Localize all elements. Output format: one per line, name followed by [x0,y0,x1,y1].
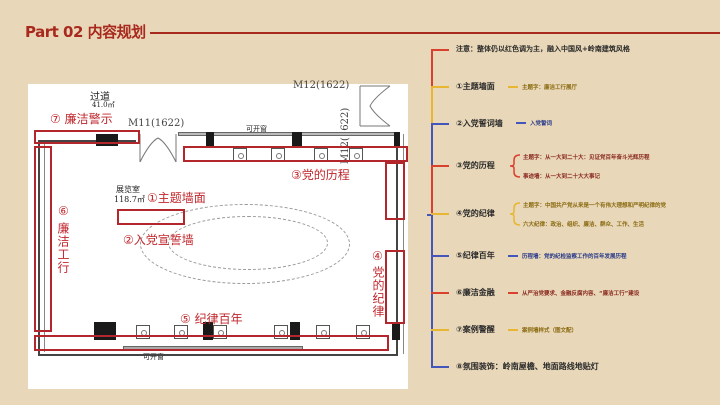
mm-item-6: ⑥廉洁金融 [456,288,495,297]
room-area: 118.7㎡ [114,195,145,204]
mm-branch [431,213,449,215]
mm-item-8: ⑧氛围装饰：岭南屋檐、地面路线地贴灯 [456,362,599,371]
mm-sub-branch [508,86,518,88]
zone-6-number: ⑥ [58,204,69,218]
column [206,132,214,146]
mm-trunk-red-top [431,50,433,87]
zone-3-box-top[interactable] [183,146,408,162]
mm-branch [431,86,449,88]
column [292,132,302,148]
zone-7-box[interactable] [34,130,140,144]
zone-5-box[interactable] [34,335,389,351]
mm-item-4-sub-1: 主题字：中国共产党从来是一个有伟大理想和严明纪律的党 [523,203,667,209]
column [394,132,400,148]
mm-item-4: ④党的纪律 [456,209,495,218]
mm-item-1: ①主题墙面 [456,82,495,91]
corridor-label: 过道 [90,92,110,103]
mm-note: 注意：整体仍以红色调为主，融入中国风+岭南建筑风格 [456,45,630,53]
mm-item-1-sub: 主题字：廉洁工行展厅 [522,85,578,91]
mm-branch [431,329,449,331]
mm-item-4-sub-2: 六大纪律：政治、组织、廉洁、群众、工作、生活 [523,222,645,228]
column [108,134,118,146]
zone-6-box[interactable] [34,146,52,332]
mm-item-7: ⑦案例警醒 [456,325,495,334]
window-top-label: 可开窗 [246,125,267,133]
floor-ellipse-outer [140,204,350,284]
door-m11-swing-icon [139,134,177,163]
mm-item-2: ②入党誓词墙 [456,119,503,128]
mm-item-6-sub: 从严治党要求、金融反腐内容、“廉洁工行”建设 [522,291,640,297]
mm-item-7-sub: 案例墙样式（图文配） [522,328,578,334]
mm-sub-branch [516,122,526,124]
west-wall-inner [44,144,45,352]
mm-bracket-icon [509,154,521,178]
zone-1-2-box[interactable] [117,209,185,225]
mm-sub-branch [508,292,518,294]
mm-root-tick [427,214,433,216]
mm-sub-branch [508,255,518,257]
door-m12-swing-icon [359,85,391,127]
mm-item-2-sub: 入党誓词 [530,121,553,127]
mm-branch [431,49,449,51]
mm-item-5-sub: 历程墙：党的纪检监察工作的百年发展历程 [522,254,627,260]
door-m11-label: M11(1622) [128,118,185,129]
corridor-area: 41.0㎡ [92,101,115,109]
column [392,324,400,340]
zone-4-number: ④ [372,249,383,263]
zone-1-label: ①主题墙面 [147,191,206,205]
mm-item-3-sub-1: 主题字：从一大到二十大：见证党百年奋斗光辉历程 [523,155,650,161]
floor-ellipse-inner [168,216,328,270]
mm-branch [431,255,449,257]
column [106,322,116,340]
east-wall [396,132,398,356]
east-wall-outer [403,134,404,354]
mm-trunk-yellow [431,87,433,123]
south-wall [38,354,398,356]
zone-3-label: ③党的历程 [291,168,350,182]
zone-7-label: ⑦ 廉洁警示 [50,112,113,126]
column [290,322,300,340]
north-wall-left [38,140,136,142]
mm-item-3-sub-2: 事迹墙：从一大到二十大大事记 [523,174,601,180]
mm-trunk-red [431,165,433,215]
floor-plan: 过道 41.0㎡ M11(1622) M12(1622) M12(1622) 可… [28,80,408,389]
display-pillar [233,148,247,162]
room-label: 展览室 [116,185,140,194]
window-bottom-label: 可开窗 [143,353,164,361]
mm-item-5: ⑤纪律百年 [456,251,495,260]
mm-trunk-blue [431,123,433,165]
west-wall [38,140,40,356]
title-divider [150,32,720,34]
mm-sub-branch [508,329,518,331]
zone-4-box[interactable] [385,250,405,324]
mm-item-3: ③党的历程 [456,161,495,170]
mm-bracket-icon [509,202,521,226]
zone-4-label: 党的纪律 [371,266,385,318]
column [203,322,213,340]
door-m12-top-label: M12(1622) [293,80,350,91]
page-title: Part 02 内容规划 [25,23,146,41]
display-pillar [271,148,285,162]
zone-5-label: ⑤ 纪律百年 [180,312,243,326]
mm-branch [431,366,449,368]
mm-branch [431,165,449,167]
mm-branch [431,123,449,125]
zone-6-label: 廉洁工行 [56,222,70,274]
mm-branch [431,292,449,294]
zone-3-box-side[interactable] [385,162,405,220]
mm-trunk-blue-bottom [431,215,433,367]
zone-2-label: ②入党宣誓墙 [123,233,194,247]
